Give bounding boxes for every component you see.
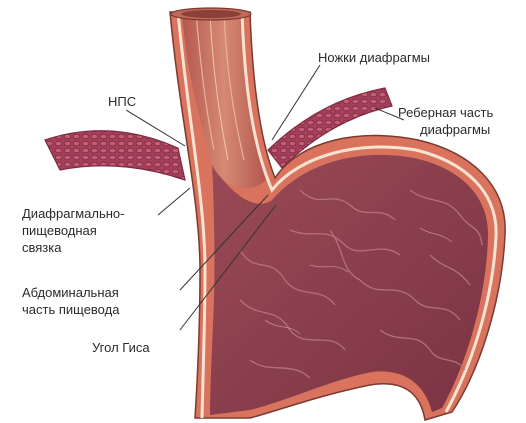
label-abdominal-line1: Абдоминальная xyxy=(22,285,119,300)
left-diaphragm xyxy=(45,131,185,180)
label-abdominal-line2: часть пищевода xyxy=(22,302,120,317)
label-phrenoesophageal-line3: связка xyxy=(22,240,62,255)
label-phrenoesophageal-line1: Диафрагмально- xyxy=(22,206,124,221)
label-his-angle: Угол Гиса xyxy=(92,340,150,355)
label-costal-part-line2: диафрагмы xyxy=(420,122,490,137)
label-costal-part-line1: Реберная часть xyxy=(398,105,493,120)
label-les: НПС xyxy=(108,94,136,109)
label-phrenoesophageal-line2: пищеводная xyxy=(22,223,97,238)
label-diaphragm-crura: Ножки диафрагмы xyxy=(318,50,430,65)
